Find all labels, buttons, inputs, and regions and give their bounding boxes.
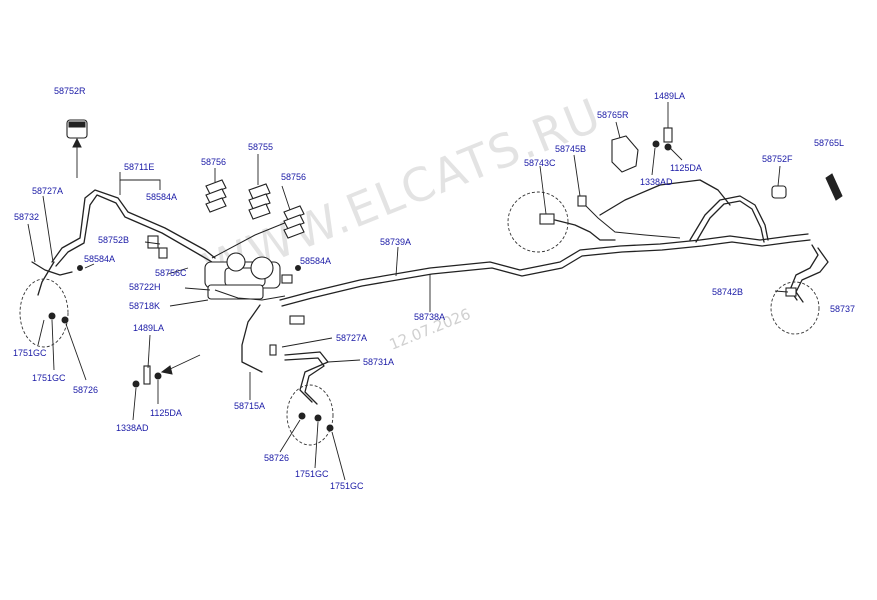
bracket-58765L-icon [825,173,843,201]
leaders [27,102,789,481]
label-58745B[interactable]: 58745B [555,144,586,154]
rear-left-disc [286,384,334,446]
clip-58755-icon [248,183,271,220]
label-1338AD-left[interactable]: 1338AD [116,423,149,433]
bolt-1751GC-left-icon [48,312,56,320]
label-58756-b[interactable]: 58756 [281,172,306,182]
bolt-58726-mid-icon [298,412,306,420]
bolt-1489LA-right-icon [652,127,673,151]
bracket-58765R-icon [611,135,639,173]
label-58711E[interactable]: 58711E [124,162,154,172]
label-58715A[interactable]: 58715A [234,401,265,411]
fitting-58727A-center-icon [289,315,305,325]
label-1751GC-mid-2[interactable]: 1751GC [330,481,364,491]
label-58732[interactable]: 58732 [14,212,39,222]
label-58731A[interactable]: 58731A [363,357,394,367]
bolt-58726-left-icon [61,316,69,324]
bolt-1751GC-mid2-icon [326,424,334,432]
label-58584A-top[interactable]: 58584A [146,192,177,202]
label-58584A-mid[interactable]: 58584A [300,256,331,266]
label-58756-a[interactable]: 58756 [201,157,226,167]
label-58752F[interactable]: 58752F [762,154,793,164]
clip-58752F-icon [771,185,787,199]
bolt-1751GC-mid-icon [314,414,322,422]
front-left-disc [19,278,69,348]
label-58727A-left[interactable]: 58727A [32,186,63,196]
label-1338AD-right[interactable]: 1338AD [640,177,673,187]
label-58727A-mid[interactable]: 58727A [336,333,367,343]
label-1751GC-left-2[interactable]: 1751GC [32,373,66,383]
label-58743C[interactable]: 58743C [524,158,556,168]
label-58742B[interactable]: 58742B [712,287,743,297]
label-58765R[interactable]: 58765R [597,110,629,120]
fitting-58727A-mid-icon [269,344,277,356]
fitting-58745B-icon [577,195,587,207]
brake-pipes [31,179,829,405]
label-58584A-left[interactable]: 58584A [84,254,115,264]
label-58755[interactable]: 58755 [248,142,273,152]
label-1125DA-left[interactable]: 1125DA [150,408,182,418]
label-58726-left[interactable]: 58726 [73,385,98,395]
fitting-58584A-left-icon [77,265,83,271]
rear-right-disc [770,281,820,335]
label-58738A[interactable]: 58738A [414,312,445,322]
label-1125DA-right[interactable]: 1125DA [670,163,702,173]
label-58737[interactable]: 58737 [830,304,855,314]
clips [48,119,843,432]
label-58752B[interactable]: 58752B [98,235,129,245]
clip-58756-left-icon [205,179,227,213]
label-58722H[interactable]: 58722H [129,282,161,292]
label-1489LA-left[interactable]: 1489LA [133,323,164,333]
label-58756C[interactable]: 58756C [155,268,187,278]
bracket-1489LA-left-icon [132,354,201,388]
label-1751GC-mid-1[interactable]: 1751GC [295,469,329,479]
label-58752R[interactable]: 58752R [54,86,86,96]
label-1489LA-right[interactable]: 1489LA [654,91,685,101]
label-58726-mid[interactable]: 58726 [264,453,289,463]
rear-center-disc [507,191,569,253]
fitting-58743C-icon [539,213,555,225]
label-1751GC-left-1[interactable]: 1751GC [13,348,47,358]
label-58718K[interactable]: 58718K [129,301,160,311]
fitting-58584A-mid-icon [295,265,301,271]
label-58765L[interactable]: 58765L [814,138,844,148]
brake-discs [19,191,820,446]
master-cylinder-assembly [204,252,293,301]
label-58739A[interactable]: 58739A [380,237,411,247]
clip-58752B-icon [147,235,168,259]
part-labels: 58752R 58711E 58584A 58756 58755 58756 5… [13,86,855,491]
clip-58756-right-icon [283,205,305,239]
clip-58752R-icon [66,119,88,178]
